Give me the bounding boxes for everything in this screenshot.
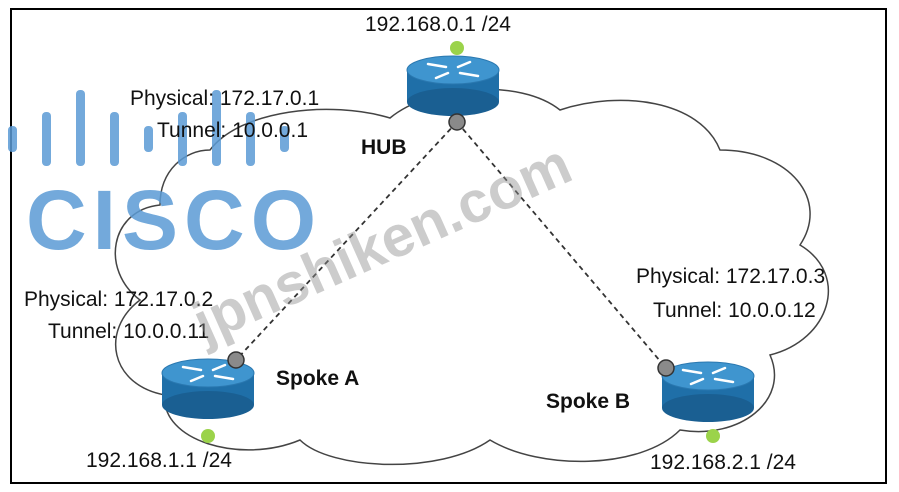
spoke-a-tunnel-dot <box>227 351 245 369</box>
spoke-b-lan-dot <box>706 429 720 443</box>
spoke-a-tunnel-label: Tunnel: 10.0.0.11 <box>48 320 210 343</box>
spoke-b-name: Spoke B <box>546 390 631 413</box>
spoke-b-physical-label: Physical: 172.17.0.3 <box>636 265 826 288</box>
spoke-a-physical-label: Physical: 172.17.0.2 <box>24 288 214 311</box>
spoke-a-router-icon <box>161 358 255 419</box>
hub-tunnel-label: Tunnel: 10.0.0.1 <box>157 119 308 142</box>
hub-physical-label: Physical: 172.17.0.1 <box>130 87 320 110</box>
spoke-b-tunnel-label: Tunnel: 10.0.0.12 <box>653 299 816 322</box>
hub-name: HUB <box>361 136 407 159</box>
spoke-b-tunnel-dot <box>657 359 675 377</box>
spoke-b-router-icon <box>661 361 755 422</box>
hub-router-icon <box>406 55 500 116</box>
spoke-b-lan-label: 192.168.2.1 /24 <box>650 451 796 474</box>
network-cloud <box>114 88 829 466</box>
spoke-a-lan-label: 192.168.1.1 /24 <box>86 449 232 472</box>
tunnel-hub-spoke-a <box>235 121 458 361</box>
cisco-bridge-logo-icon <box>8 90 289 166</box>
spoke-a-lan-dot <box>201 429 215 443</box>
hub-lan-dot <box>450 41 464 55</box>
cisco-wordmark: CISCO <box>26 173 323 267</box>
hub-lan-label: 192.168.0.1 /24 <box>365 13 511 36</box>
hub-tunnel-dot <box>448 113 466 131</box>
spoke-a-name: Spoke A <box>276 367 360 390</box>
